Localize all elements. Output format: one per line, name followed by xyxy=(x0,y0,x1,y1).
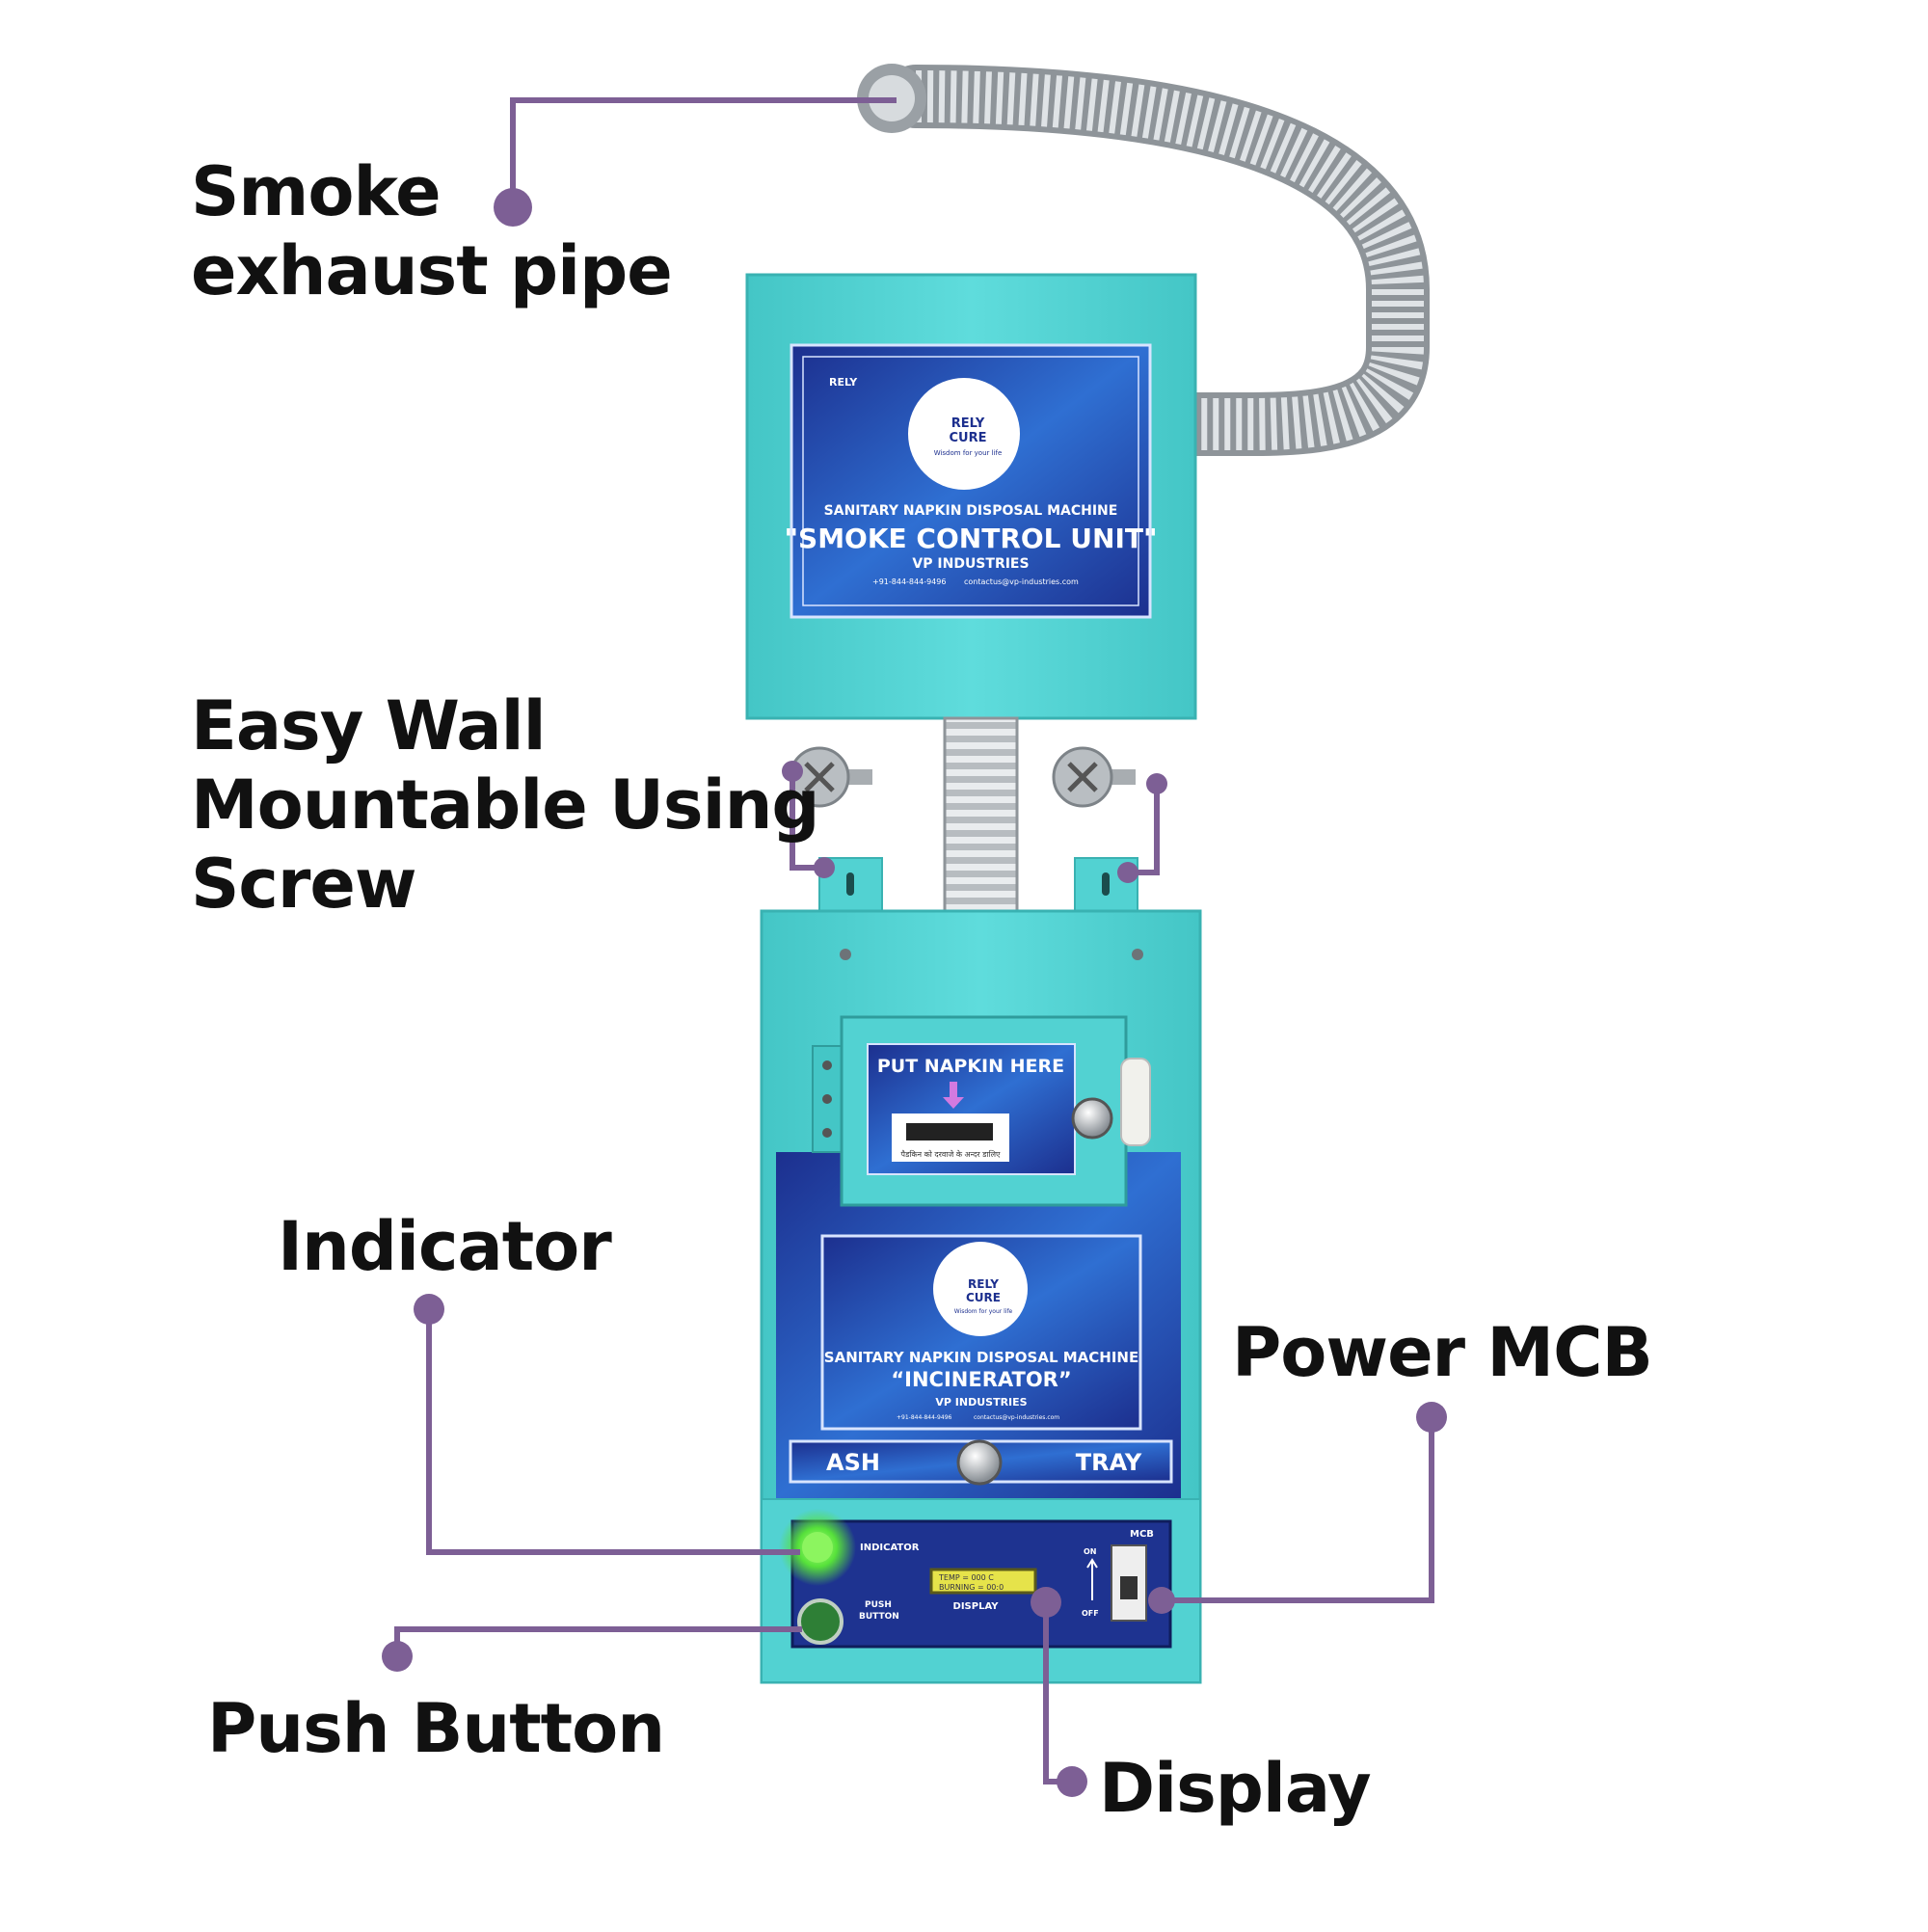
smoke-email: contactus@vp-industries.com xyxy=(964,577,1079,586)
callout-wall-mount-line-1: Easy Wall xyxy=(191,686,547,765)
mcb-off-label: OFF xyxy=(1082,1609,1099,1618)
callout-wall-mount-line-2: Mountable Using xyxy=(191,765,820,845)
napkin-slot-label: PUT NAPKIN HERE xyxy=(877,1056,1064,1077)
callout-display: Display xyxy=(1099,1749,1372,1828)
ash-tray: ASH TRAY xyxy=(789,1439,1173,1486)
incinerator-tagline: Wisdom for your life xyxy=(954,1308,1013,1315)
mcb-panel-label: MCB xyxy=(1130,1529,1154,1540)
vertical-pipe xyxy=(943,716,1019,932)
smoke-control-unit: RELY RELY CURE Wisdom for your life SANI… xyxy=(745,273,1197,720)
napkin-door: PUT NAPKIN HERE पैडकिन को दरवाजे के अन्द… xyxy=(812,1015,1151,1207)
callout-wall-mount-line-3: Screw xyxy=(191,845,417,924)
smoke-subtitle: SANITARY NAPKIN DISPOSAL MACHINE xyxy=(824,503,1118,519)
lcd-line-2: BURNING = 00:0 xyxy=(939,1583,1004,1592)
mcb-on-label: ON xyxy=(1084,1547,1097,1556)
incinerator-panel: RELY CURE Wisdom for your life SANITARY … xyxy=(820,1234,1142,1431)
left-screw xyxy=(789,746,872,808)
callout-push-button: Push Button xyxy=(207,1689,665,1768)
callout-indicator: Indicator xyxy=(278,1207,612,1286)
push-button-control[interactable] xyxy=(797,1598,844,1645)
smoke-brand-bottom: CURE xyxy=(950,431,987,445)
smoke-phone: +91-844-844-9496 xyxy=(872,577,946,586)
display-panel-label: DISPLAY xyxy=(953,1601,1000,1612)
smoke-brand-top: RELY xyxy=(951,416,985,431)
indicator-light xyxy=(802,1532,833,1563)
push-panel-label-1: PUSH xyxy=(865,1600,892,1610)
callout-power-mcb: Power MCB xyxy=(1232,1313,1653,1392)
callout-smoke-exhaust-line-2: exhaust pipe xyxy=(191,231,673,310)
napkin-hindi-note: पैडकिन को दरवाजे के अन्दर डालिए xyxy=(901,1149,1001,1159)
incinerator-subtitle: SANITARY NAPKIN DISPOSAL MACHINE xyxy=(824,1349,1138,1366)
incinerator-title: “INCINERATOR” xyxy=(891,1368,1071,1391)
incinerator-email: contactus@vp-industries.com xyxy=(974,1414,1059,1421)
smoke-title: "SMOKE CONTROL UNIT" xyxy=(784,523,1157,554)
right-screw xyxy=(1052,746,1136,808)
push-panel-label-2: BUTTON xyxy=(859,1612,899,1622)
lcd-line-1: TEMP = 000 C xyxy=(938,1573,994,1582)
smoke-brand-small: RELY xyxy=(829,376,858,389)
leader-dots xyxy=(382,188,1447,1797)
exhaust-pipe xyxy=(857,64,1430,456)
smoke-company: VP INDUSTRIES xyxy=(912,556,1029,572)
ash-label: ASH xyxy=(826,1449,880,1476)
incinerator-phone: +91-844-844-9496 xyxy=(897,1414,952,1421)
lcd-display xyxy=(929,1568,1037,1595)
indicator-panel-label: INDICATOR xyxy=(860,1543,920,1553)
tray-label: TRAY xyxy=(1076,1449,1142,1476)
incinerator-brand-top: RELY xyxy=(968,1277,999,1291)
incinerator-company: VP INDUSTRIES xyxy=(935,1396,1027,1409)
control-panel: INDICATOR PUSH BUTTON TEMP = 000 C BURNI… xyxy=(761,1498,1201,1683)
callout-wall-mount: Easy Wall Mountable Using Screw xyxy=(191,686,820,924)
callout-smoke-exhaust: Smoke exhaust pipe xyxy=(191,152,673,310)
smoke-tagline: Wisdom for your life xyxy=(934,449,1003,457)
incinerator-brand-bottom: CURE xyxy=(966,1291,1001,1304)
callout-smoke-exhaust-line-1: Smoke xyxy=(191,152,442,231)
